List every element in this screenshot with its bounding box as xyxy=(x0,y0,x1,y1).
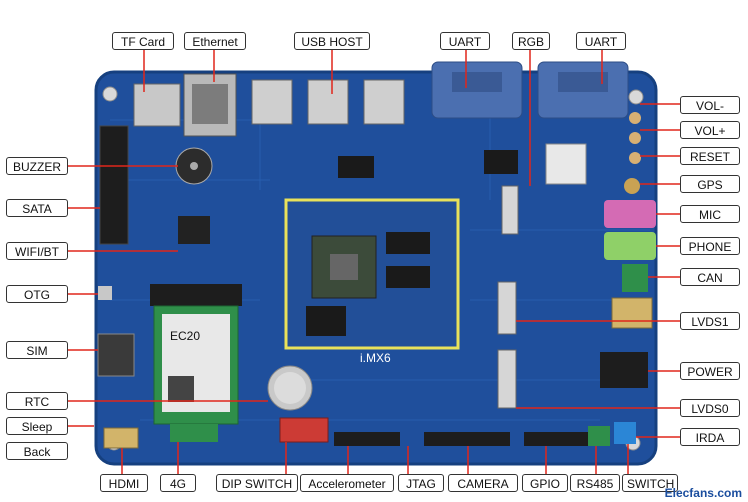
label-irda: IRDA xyxy=(680,428,740,446)
label-usb-host: USB HOST xyxy=(294,32,370,50)
phone-jack xyxy=(604,232,656,260)
mini-pcie-slot xyxy=(150,284,242,306)
label-power: POWER xyxy=(680,362,740,380)
rgb-connector xyxy=(501,185,519,235)
label-rs485: RS485 xyxy=(570,474,620,492)
tf-card-slot xyxy=(133,83,181,127)
watermark: Elecfans.com xyxy=(664,486,742,500)
label-dip-switch: DIP SWITCH xyxy=(216,474,298,492)
mic-jack xyxy=(604,200,656,228)
label-vol-plus: VOL+ xyxy=(680,121,740,139)
wifi-bt-module xyxy=(178,216,210,244)
board-silkscreen: i.MX6 xyxy=(360,351,391,365)
otg-port xyxy=(98,286,112,300)
sata-connector xyxy=(99,125,129,245)
jtag-header xyxy=(334,432,400,446)
memory-chip-1 xyxy=(386,232,430,254)
label-jtag: JTAG xyxy=(398,474,444,492)
label-hdmi: HDMI xyxy=(100,474,148,492)
label-ethernet: Ethernet xyxy=(184,32,246,50)
hdmi-right xyxy=(611,297,653,329)
label-vol-minus: VOL- xyxy=(680,96,740,114)
sim-slot xyxy=(97,333,135,377)
label-wifi-bt: WIFI/BT xyxy=(6,242,68,260)
gpio-header xyxy=(524,432,594,446)
usb-port-3 xyxy=(363,79,405,125)
vol-minus-button xyxy=(629,112,641,124)
label-4g: 4G xyxy=(160,474,196,492)
ic-2 xyxy=(484,150,518,174)
label-tf-card: TF Card xyxy=(112,32,174,50)
can-terminal xyxy=(622,264,648,292)
irda-sensor xyxy=(614,422,636,444)
label-uart-right: UART xyxy=(576,32,626,50)
power-jack xyxy=(600,352,648,388)
label-reset: RESET xyxy=(680,147,740,165)
ic-1 xyxy=(338,156,374,178)
label-can: CAN xyxy=(680,268,740,286)
leader-lines xyxy=(68,50,680,474)
label-camera: CAMERA xyxy=(448,474,518,492)
label-switch: SWITCH xyxy=(622,474,678,492)
label-gps: GPS xyxy=(680,175,740,193)
label-rgb: RGB xyxy=(512,32,550,50)
label-lvds0: LVDS0 xyxy=(680,399,740,417)
reset-button xyxy=(629,152,641,164)
lvds0-connector xyxy=(497,349,517,409)
rs485-terminal xyxy=(588,426,610,446)
label-mic: MIC xyxy=(680,205,740,223)
gps-antenna-connector xyxy=(624,178,640,194)
label-sim: SIM xyxy=(6,341,68,359)
label-back: Back xyxy=(6,442,68,460)
label-phone: PHONE xyxy=(680,237,740,255)
emmc-chip xyxy=(306,306,346,336)
label-buzzer: BUZZER xyxy=(6,157,68,175)
label-gpio: GPIO xyxy=(522,474,568,492)
camera-header xyxy=(424,432,510,446)
label-sata: SATA xyxy=(6,199,68,217)
dip-switch-component xyxy=(279,417,329,443)
module-text: EC20 xyxy=(170,329,200,343)
usb-port-2 xyxy=(307,79,349,125)
label-rtc: RTC xyxy=(6,392,68,410)
gps-module xyxy=(545,143,587,185)
label-lvds1: LVDS1 xyxy=(680,312,740,330)
label-accelerometer: Accelerometer xyxy=(300,474,394,492)
label-otg: OTG xyxy=(6,285,68,303)
label-uart-left: UART xyxy=(440,32,490,50)
memory-chip-2 xyxy=(386,266,430,288)
label-sleep: Sleep xyxy=(6,417,68,435)
usb-port-1 xyxy=(251,79,293,125)
lvds1-connector xyxy=(497,281,517,335)
sma-4g xyxy=(170,424,218,442)
vol-plus-button xyxy=(629,132,641,144)
hdmi-port xyxy=(103,427,139,449)
